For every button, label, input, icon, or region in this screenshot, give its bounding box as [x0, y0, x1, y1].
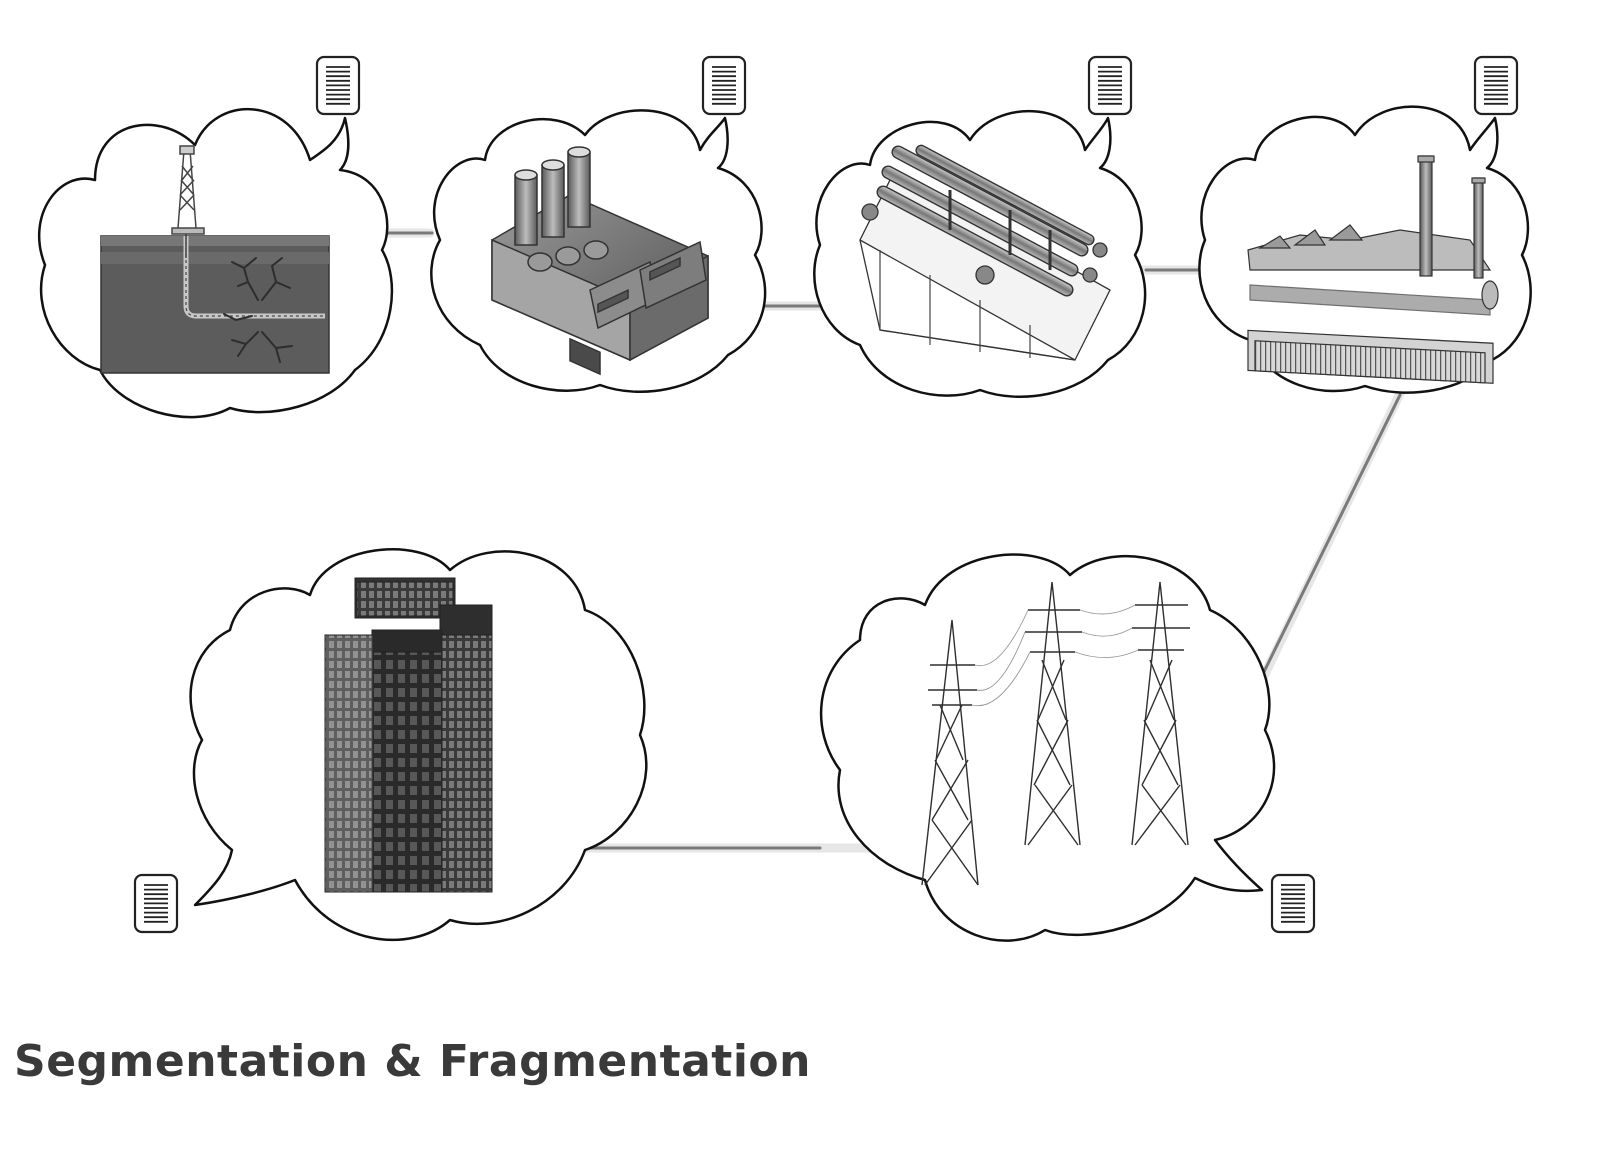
- tower-3: [1131, 581, 1190, 846]
- power-plant-roofs: [1257, 224, 1364, 249]
- chimney: [1419, 155, 1433, 277]
- document-notes: [133, 55, 1519, 934]
- pipeline-line: [378, 231, 1402, 850]
- skid-pipes: [876, 144, 1095, 297]
- power-plant-stripes: [1254, 340, 1486, 384]
- power-plant-icon: [1247, 155, 1499, 384]
- document-icon: [1270, 873, 1316, 934]
- factory-windows: [597, 256, 681, 314]
- factory-icon: [491, 146, 709, 376]
- tower-1: [921, 619, 979, 886]
- transmission-tower-icon: [921, 581, 1190, 886]
- smokestack: [514, 174, 538, 246]
- drilling-rig-icon: [100, 145, 330, 374]
- document-icon: [133, 873, 179, 934]
- skid-valves: [861, 203, 1108, 285]
- document-icon: [701, 55, 747, 116]
- fracture-icon: [223, 257, 293, 363]
- ground-top-layer: [101, 236, 329, 246]
- cloud-transmission: [819, 553, 1276, 942]
- page-title: Segmentation & Fragmentation: [14, 1036, 811, 1087]
- derrick: [171, 145, 205, 258]
- skyscraper-icon: [324, 577, 493, 893]
- tower-2: [1024, 581, 1082, 846]
- chimney: [1473, 177, 1484, 279]
- smokestack: [541, 164, 565, 238]
- smokestack: [567, 151, 591, 228]
- factory-pipes: [527, 240, 609, 272]
- pipe-skid-icon: [859, 144, 1111, 361]
- ground-layer: [101, 252, 329, 264]
- document-icon: [1087, 55, 1133, 116]
- power-lines: [971, 604, 1139, 707]
- document-icon: [1473, 55, 1519, 116]
- document-icon: [315, 55, 361, 116]
